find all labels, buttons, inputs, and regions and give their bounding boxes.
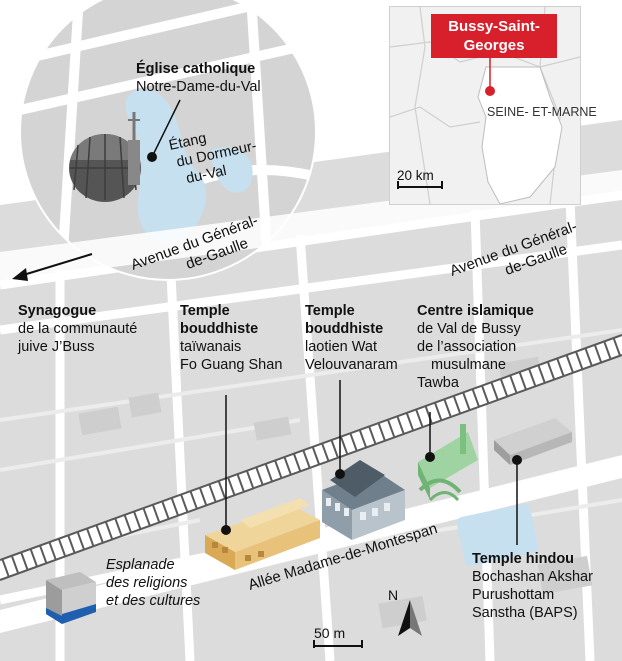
north-arrow-icon — [398, 600, 422, 636]
centre-islamique-label: Centre islamique de Val de Bussy de l’as… — [417, 303, 534, 391]
eglise-label: Église catholique Notre-Dame-du-Val — [136, 60, 261, 96]
pond — [456, 503, 539, 567]
synagogue-label: Synagogue de la communauté juive J’Buss — [18, 303, 138, 355]
city-line-1: Bussy-Saint- — [448, 18, 540, 35]
temple-taiwanais-label: Temple bouddhiste taïwanais Fo Guang Sha… — [180, 303, 283, 373]
esplanade-label: Esplanade des religions et des cultures — [106, 557, 201, 609]
synagogue-title: Synagogue — [18, 303, 97, 319]
temple-laotien-building — [322, 460, 405, 540]
church-pin-icon — [147, 99, 181, 162]
north-label: N — [388, 587, 398, 603]
mosque-building — [418, 424, 478, 502]
synagogue-building — [46, 572, 96, 624]
railway — [0, 334, 622, 581]
map-scale-label: 50 m — [314, 625, 345, 641]
temple-hindou-building — [494, 418, 572, 465]
department-label: SEINE- ET-MARNE — [487, 105, 597, 119]
church-dome-icon — [69, 112, 141, 202]
temple-taiwanais-building — [205, 498, 320, 570]
temple-hindou-label: Temple hindou Bochashan Akshar Purushott… — [472, 551, 593, 621]
eglise-name: Notre-Dame-du-Val — [136, 79, 261, 95]
map-scale-bar — [313, 640, 363, 648]
city-badge: Bussy-Saint- Georges — [431, 14, 557, 58]
inset-scale-label: 20 km — [397, 168, 434, 183]
location-pin-icon — [485, 86, 495, 96]
city-line-2: Georges — [463, 37, 525, 54]
etang-water — [125, 89, 207, 243]
arrow-left-icon — [12, 253, 93, 281]
seine-et-marne-shape — [477, 66, 563, 204]
allee-road — [0, 455, 622, 633]
temple-laotien-label: Temple bouddhiste laotien Wat Velouvanar… — [305, 303, 398, 373]
eglise-title: Église catholique — [136, 61, 256, 77]
